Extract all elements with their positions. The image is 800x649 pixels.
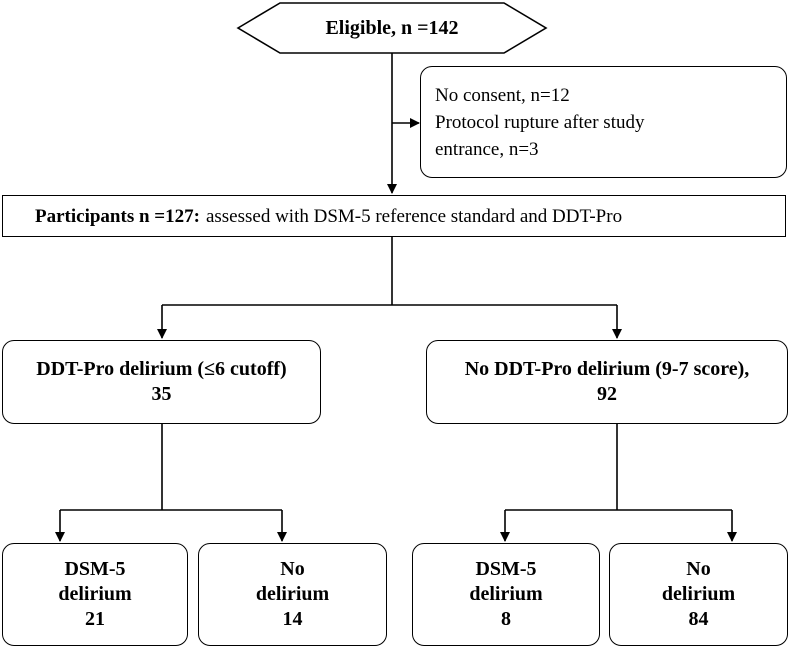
participants-box: Participants n =127: assessed with DSM-5… xyxy=(2,195,786,237)
leaf-no-delirium-left: No delirium 14 xyxy=(198,543,387,646)
leaf-dsm5-delirium-right: DSM-5 delirium 8 xyxy=(412,543,600,646)
leaf-dsm5-delirium-left: DSM-5 delirium 21 xyxy=(2,543,188,646)
participants-description: assessed with DSM-5 reference standard a… xyxy=(205,205,623,227)
ddt-pos-label: DDT-Pro delirium (≤6 cutoff) xyxy=(36,358,287,380)
leaf-4-line-2: delirium xyxy=(661,583,736,605)
ddt-pos-count: 35 xyxy=(151,383,172,405)
ddt-neg-count: 92 xyxy=(597,383,617,405)
leaf-2-line-1: No xyxy=(280,558,305,580)
leaf-2-count: 14 xyxy=(282,608,303,630)
exclusion-line-3: entrance, n=3 xyxy=(435,138,539,160)
exclusion-box: No consent, n=12 Protocol rupture after … xyxy=(420,66,787,178)
leaf-3-line-2: delirium xyxy=(469,583,543,605)
eligible-label: Eligible, n =142 xyxy=(325,16,459,39)
exclusion-line-2: Protocol rupture after study xyxy=(435,111,645,133)
leaf-1-line-2: delirium xyxy=(58,583,132,605)
leaf-no-delirium-right: No delirium 84 xyxy=(609,543,788,646)
eligible-hexagon xyxy=(236,2,548,54)
leaf-2-line-2: delirium xyxy=(255,583,330,605)
exclusion-line-1: No consent, n=12 xyxy=(435,84,570,106)
no-ddt-pro-delirium-box: No DDT-Pro delirium (9-7 score), 92 xyxy=(426,340,788,424)
ddt-neg-label: No DDT-Pro delirium (9-7 score), xyxy=(464,358,750,380)
ddt-pro-delirium-box: DDT-Pro delirium (≤6 cutoff) 35 xyxy=(2,340,321,424)
participants-count: Participants n =127: xyxy=(35,205,200,227)
leaf-3-count: 8 xyxy=(501,608,511,630)
leaf-4-line-1: No xyxy=(686,558,711,580)
leaf-4-count: 84 xyxy=(688,608,709,630)
leaf-1-line-1: DSM-5 xyxy=(64,558,126,580)
leaf-1-count: 21 xyxy=(85,608,105,630)
leaf-3-line-1: DSM-5 xyxy=(475,558,537,580)
